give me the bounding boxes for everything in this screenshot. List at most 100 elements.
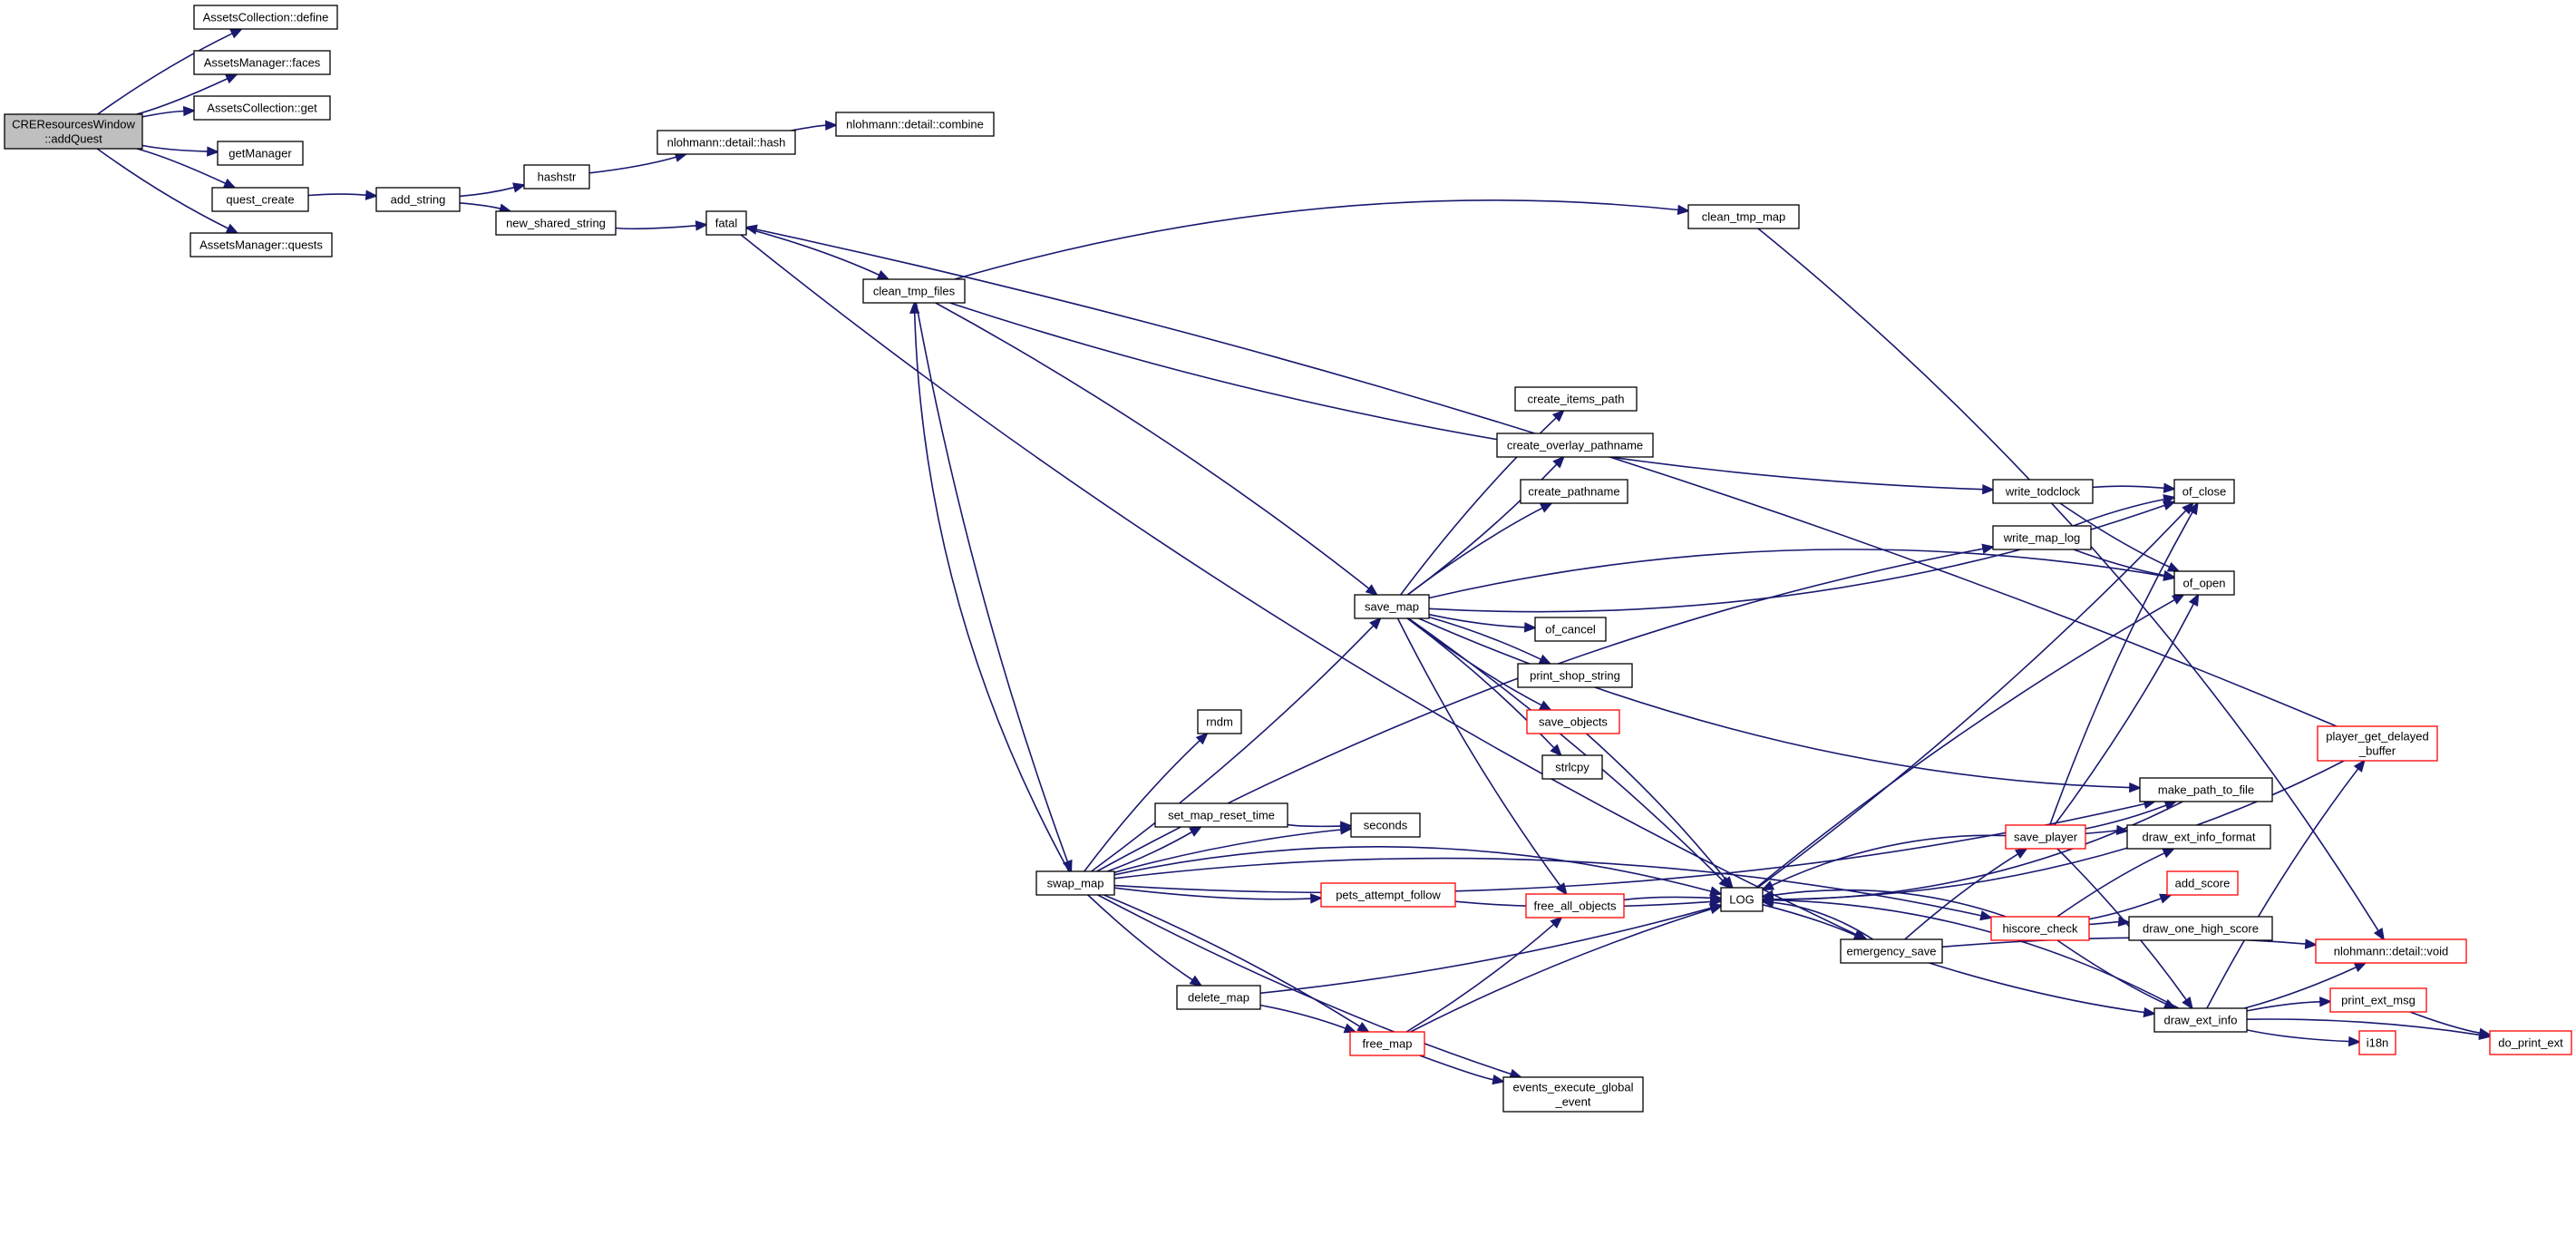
- edge-arrowhead: [1551, 409, 1565, 423]
- edge-arrowhead: [1552, 455, 1565, 469]
- node-create-overlay-pathname[interactable]: create_overlay_pathname: [1496, 433, 1654, 458]
- node-write-todclock[interactable]: write_todclock: [1992, 479, 2094, 504]
- call-edge: [1113, 887, 1324, 904]
- node-fatal[interactable]: fatal: [705, 210, 747, 236]
- node-do-print-ext[interactable]: do_print_ext: [2489, 1030, 2572, 1055]
- edge-arrowhead: [1721, 876, 1734, 889]
- edge-arrowhead: [2159, 893, 2173, 904]
- edge-arrowhead: [2182, 996, 2193, 1010]
- node-clean-tmp-files[interactable]: clean_tmp_files: [862, 278, 966, 304]
- node-getManager[interactable]: getManager: [217, 141, 304, 166]
- node-delete-map[interactable]: delete_map: [1176, 985, 1261, 1010]
- node-set-map-reset-time[interactable]: set_map_reset_time: [1154, 802, 1288, 828]
- node-ac-get[interactable]: AssetsCollection::get: [193, 95, 331, 121]
- node-save-objects[interactable]: save_objects: [1526, 709, 1620, 734]
- node-i18n[interactable]: i18n: [2358, 1030, 2396, 1055]
- edge-line: [97, 33, 233, 115]
- node-free-all-objects[interactable]: free_all_objects: [1525, 893, 1625, 919]
- node-swap-map[interactable]: swap_map: [1035, 870, 1115, 896]
- node-rndm[interactable]: rndm: [1197, 709, 1242, 734]
- node-events-execute-global-event[interactable]: events_execute_global_event: [1502, 1076, 1644, 1113]
- node-hiscore-check[interactable]: hiscore_check: [1990, 916, 2090, 941]
- node-box: [862, 278, 966, 304]
- node-create-items-path[interactable]: create_items_path: [1514, 386, 1638, 412]
- edge-line: [1091, 625, 1375, 872]
- node-add-score[interactable]: add_score: [2166, 870, 2239, 896]
- edge-line: [2409, 1011, 2481, 1035]
- node-of-open[interactable]: of_open: [2173, 570, 2235, 596]
- node-player-get-delayed-buffer[interactable]: player_get_delayed_buffer: [2317, 725, 2438, 762]
- node-label: add_string: [391, 193, 446, 207]
- node-print-shop-string[interactable]: print_shop_string: [1517, 663, 1633, 688]
- node-write-map-log[interactable]: write_map_log: [1992, 525, 2092, 550]
- node-hashstr[interactable]: hashstr: [523, 164, 590, 190]
- node-am-quests[interactable]: AssetsManager::quests: [190, 232, 333, 258]
- node-label: save_objects: [1539, 715, 1608, 729]
- edge-line: [615, 225, 697, 230]
- node-label: of_close: [2182, 485, 2226, 499]
- node-label: draw_one_high_score: [2143, 922, 2259, 936]
- node-new-shared-string[interactable]: new_shared_string: [495, 210, 617, 236]
- node-label: hashstr: [538, 170, 577, 184]
- node-print-ext-msg[interactable]: print_ext_msg: [2329, 987, 2427, 1013]
- node-create-pathname[interactable]: create_pathname: [1520, 479, 1628, 504]
- edge-arrowhead: [2373, 927, 2386, 941]
- node-clean-tmp-map[interactable]: clean_tmp_map: [1687, 204, 1800, 229]
- call-edge: [2246, 1029, 2362, 1047]
- edge-line: [141, 110, 185, 118]
- node-of-close[interactable]: of_close: [2173, 479, 2235, 504]
- node-box: [2489, 1030, 2572, 1055]
- node-label: do_print_ext: [2498, 1036, 2563, 1050]
- edge-line: [1287, 823, 1342, 828]
- node-label: add_score: [2175, 877, 2231, 890]
- node-draw-one-high-score[interactable]: draw_one_high_score: [2128, 916, 2273, 941]
- node-label: create_overlay_pathname: [1507, 439, 1643, 452]
- edge-arrowhead: [2319, 996, 2333, 1007]
- edge-line: [2059, 502, 2171, 569]
- edge-arrowhead: [2014, 847, 2028, 860]
- call-edge: [1259, 1004, 1357, 1034]
- node-save-map[interactable]: save_map: [1354, 594, 1430, 619]
- node-box: [2005, 824, 2086, 850]
- node-pets-attempt-follow[interactable]: pets_attempt_follow: [1320, 882, 1456, 908]
- node-nl-combine[interactable]: nlohmann::detail::combine: [835, 112, 995, 137]
- node-ac-define[interactable]: AssetsCollection::define: [193, 5, 338, 30]
- call-edge: [1428, 616, 1552, 665]
- edge-arrowhead: [1677, 204, 1691, 216]
- node-strlcpy[interactable]: strlcpy: [1541, 754, 1603, 780]
- edge-arrowhead: [1550, 916, 1563, 929]
- node-draw-ext-info-format[interactable]: draw_ext_info_format: [2126, 824, 2271, 850]
- node-seconds[interactable]: seconds: [1350, 812, 1421, 838]
- node-free-map[interactable]: free_map: [1349, 1031, 1425, 1056]
- node-box: [193, 50, 331, 75]
- node-label: _buffer: [2358, 744, 2396, 758]
- edge-line: [1113, 846, 1712, 892]
- edge-arrowhead: [1982, 483, 1996, 495]
- node-label: AssetsCollection::define: [203, 11, 329, 24]
- node-nl-void[interactable]: nlohmann::detail::void: [2315, 938, 2467, 964]
- node-label: write_todclock: [2005, 485, 2081, 499]
- node-box: [1525, 893, 1625, 919]
- edge-line: [1428, 616, 1542, 661]
- call-edge: [2206, 759, 2366, 1009]
- node-label: strlcpy: [1555, 761, 1589, 774]
- node-LOG[interactable]: LOG: [1720, 887, 1764, 912]
- node-draw-ext-info[interactable]: draw_ext_info: [2153, 1007, 2248, 1033]
- node-make-path-to-file[interactable]: make_path_to_file: [2139, 777, 2273, 802]
- node-root[interactable]: CREResourcesWindow::addQuest: [4, 113, 143, 150]
- edge-arrowhead: [1195, 732, 1209, 745]
- node-quest-create[interactable]: quest_create: [211, 187, 309, 212]
- call-edge: [141, 105, 197, 118]
- node-label: AssetsCollection::get: [207, 102, 317, 115]
- edge-line: [1623, 896, 1712, 901]
- node-emergency-save[interactable]: emergency_save: [1840, 938, 1943, 964]
- node-label: clean_tmp_files: [873, 285, 956, 298]
- node-add-string[interactable]: add_string: [375, 187, 461, 212]
- edge-arrowhead: [1979, 910, 1994, 921]
- edge-arrowhead: [1309, 893, 1324, 904]
- node-am-faces[interactable]: AssetsManager::faces: [193, 50, 331, 75]
- node-nl-hash[interactable]: nlohmann::detail::hash: [656, 130, 796, 155]
- node-label: player_get_delayed: [2326, 730, 2428, 744]
- node-save-player[interactable]: save_player: [2005, 824, 2086, 850]
- node-of-cancel[interactable]: of_cancel: [1534, 617, 1607, 642]
